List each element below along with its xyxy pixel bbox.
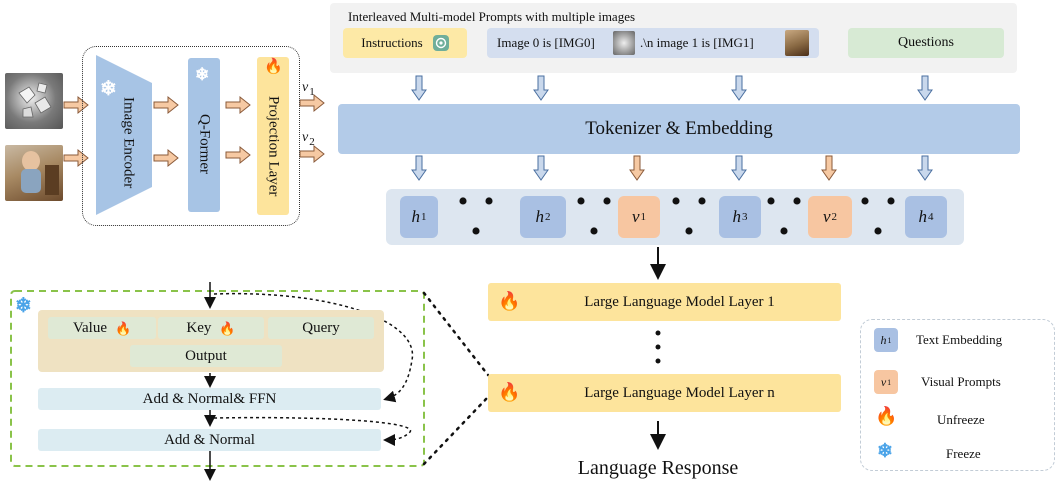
tokenizer-embedding: Tokenizer & Embedding xyxy=(338,104,1020,154)
query-box: Query xyxy=(268,317,374,339)
prompt-panel-title: Interleaved Multi-model Prompts with mul… xyxy=(348,9,636,24)
vision-module xyxy=(82,46,300,226)
llm-layer-n: 🔥 Large Language Model Layer n xyxy=(488,374,841,412)
add-norm-ffn-box: Add & Normal& FFN xyxy=(38,388,381,410)
questions-label: Questions xyxy=(898,35,954,50)
token-ellipsis: • • • xyxy=(859,185,901,248)
unfreeze-flame-icon: 🔥 xyxy=(498,291,521,311)
token-ellipsis: • • • xyxy=(575,185,617,248)
output-box: Output xyxy=(130,345,282,367)
blue-down-arrow xyxy=(411,75,427,101)
llm-layer-1-label: Large Language Model Layer 1 xyxy=(584,293,775,310)
llm-layer-n-label: Large Language Model Layer n xyxy=(584,384,775,401)
orange-down-arrow xyxy=(629,155,645,181)
q-former: ❄ Q-Former xyxy=(188,58,220,212)
prompt-panel: Interleaved Multi-model Prompts with mul… xyxy=(330,3,1017,73)
instructions-label: Instructions xyxy=(361,35,423,50)
value-box: Value 🔥 xyxy=(48,317,156,339)
legend-snowflake-icon: ❄ xyxy=(877,441,893,462)
img0-thumbnail xyxy=(613,31,635,55)
key-box: Key 🔥 xyxy=(158,317,264,339)
instructions-box: Instructions xyxy=(343,28,467,58)
unfreeze-flame-icon: 🔥 xyxy=(114,320,132,336)
legend-freeze-label: Freeze xyxy=(946,446,981,461)
token-ellipsis: • • • xyxy=(765,185,807,248)
legend-text-embedding-label: Text Embedding xyxy=(916,332,1003,347)
blue-down-arrow xyxy=(917,75,933,101)
legend-flame-icon: 🔥 xyxy=(875,406,898,426)
add-norm-label: Add & Normal xyxy=(164,431,255,448)
legend-visual-prompts-label: Visual Prompts xyxy=(921,374,1001,389)
image-seq-text-1: .\n image 1 is [IMG1] xyxy=(640,35,754,50)
value-label: Value xyxy=(72,319,107,336)
zoom-line xyxy=(422,395,490,466)
blue-down-arrow xyxy=(917,155,933,181)
zoom-line xyxy=(422,291,490,377)
v1-output-label: v1 xyxy=(302,80,315,98)
image-sequence-box: Image 0 is [IMG0] .\n image 1 is [IMG1] xyxy=(487,28,819,58)
add-norm-box: Add & Normal xyxy=(38,429,381,451)
input-image-0 xyxy=(5,73,63,129)
q-former-label: Q-Former xyxy=(196,114,213,174)
projection-layer-label: Projection Layer xyxy=(265,95,282,197)
img1-thumbnail xyxy=(785,30,809,56)
output-label: Output xyxy=(185,347,227,364)
projection-layer: 🔥 Projection Layer xyxy=(257,57,289,215)
freeze-snowflake-icon: ❄ xyxy=(100,78,117,100)
blue-down-arrow xyxy=(533,75,549,101)
layer-ellipsis xyxy=(655,330,661,364)
blue-down-arrow xyxy=(411,155,427,181)
unfreeze-flame-icon: 🔥 xyxy=(219,320,236,336)
token-ellipsis: • • • xyxy=(457,185,499,248)
legend-unfreeze-label: Unfreeze xyxy=(937,412,985,427)
language-response: Language Response xyxy=(540,455,776,481)
image-encoder: ❄ Image Encoder xyxy=(96,55,152,215)
legend xyxy=(860,319,1055,471)
orange-arrow xyxy=(299,144,325,164)
llm-layer-1: 🔥 Large Language Model Layer 1 xyxy=(488,283,841,321)
openai-logo-icon xyxy=(432,35,449,51)
image-encoder-label: Image Encoder xyxy=(120,97,137,189)
language-response-label: Language Response xyxy=(577,456,739,479)
add-norm-ffn-label: Add & Normal& FFN xyxy=(142,390,277,407)
orange-down-arrow xyxy=(821,155,837,181)
blue-down-arrow xyxy=(731,155,747,181)
query-label: Query xyxy=(302,319,340,336)
v2-output-label: v2 xyxy=(302,130,315,148)
detail-freeze-snowflake-icon: ❄ xyxy=(15,295,32,317)
key-label: Key xyxy=(186,319,212,336)
input-image-1 xyxy=(5,145,63,201)
token-sequence xyxy=(386,189,964,245)
blue-down-arrow xyxy=(731,75,747,101)
image-seq-text-0: Image 0 is [IMG0] xyxy=(497,35,595,50)
blue-down-arrow xyxy=(533,155,549,181)
freeze-snowflake-icon: ❄ xyxy=(195,65,210,84)
unfreeze-flame-icon: 🔥 xyxy=(498,382,521,402)
tokenizer-label: Tokenizer & Embedding xyxy=(585,118,773,139)
questions-box: Questions xyxy=(848,28,1004,58)
token-ellipsis: • • • xyxy=(670,185,712,248)
unfreeze-flame-icon: 🔥 xyxy=(264,59,283,75)
